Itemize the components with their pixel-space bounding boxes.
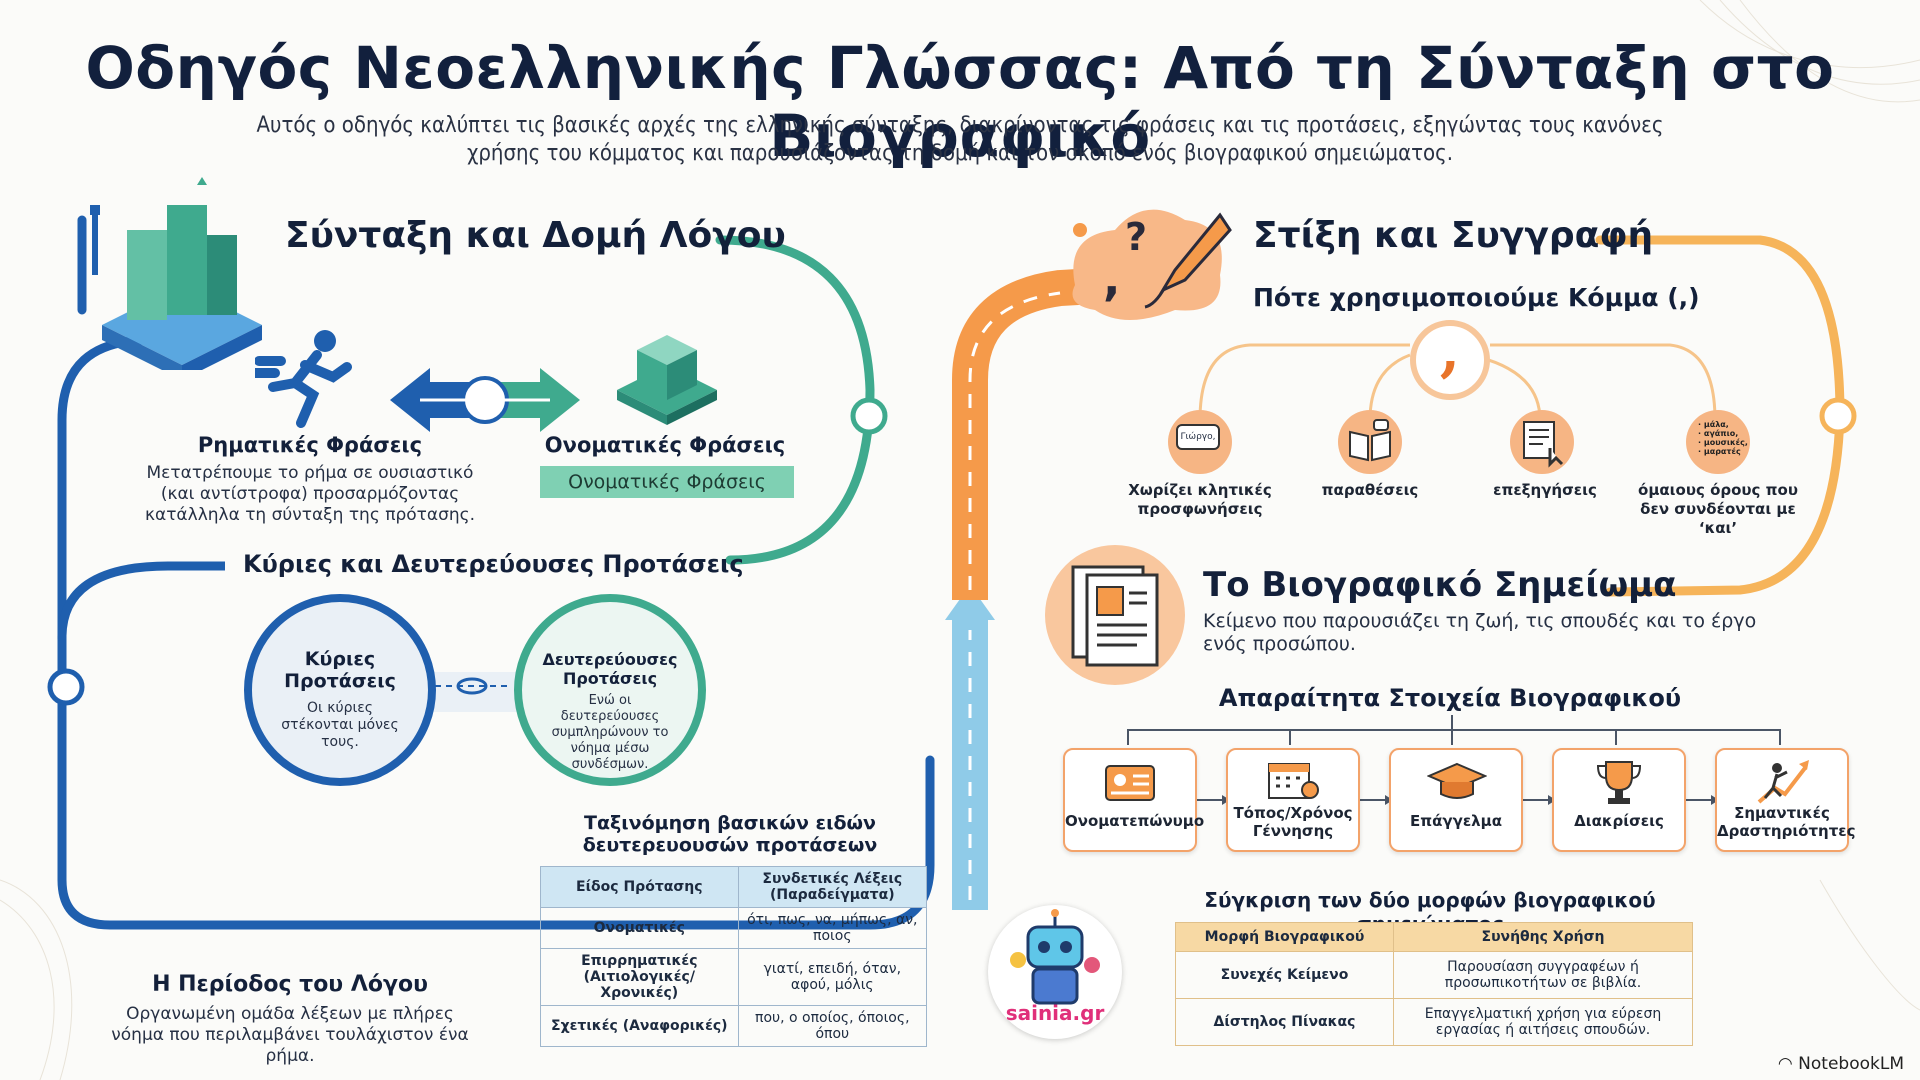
cv-document-icon	[1045, 545, 1185, 685]
bubble-text: Γιώργο,	[1176, 424, 1220, 450]
blue-node	[47, 668, 85, 706]
speech-bubble-icon: Γιώργο,	[1168, 410, 1232, 474]
cv-element-card: Τόπος/Χρόνος Γέννησης	[1226, 748, 1360, 852]
cv-element-label: Επάγγελμα	[1409, 812, 1503, 830]
syntax-heading: Σύνταξη και Δομή Λόγου	[285, 215, 786, 256]
climbing-person-icon	[1757, 760, 1809, 804]
cv-elements-heading: Απαραίτητα Στοιχεία Βιογραφικού	[1218, 684, 1682, 712]
cv-heading: Το Βιογραφικό Σημείωμα	[1203, 565, 1677, 605]
cv-element-card: Σημαντικές Δραστηριότητες	[1715, 748, 1856, 852]
table-cell: Επαγγελματική χρήση για εύρεση εργασίας …	[1393, 997, 1693, 1047]
orange-node	[1819, 397, 1857, 435]
table-header: Είδος Πρότασης	[540, 866, 739, 908]
quill-pen-icon: ? ,	[1072, 209, 1232, 320]
id-card-icon	[1105, 765, 1155, 801]
cv-desc: Κείμενο που παρουσιάζει τη ζωή, τις σπου…	[1203, 610, 1757, 655]
table-row: Ονοματικές ότι, πως, να, μήπως, αν, ποιο…	[540, 907, 928, 949]
table-cell: Δίστηλος Πίνακας	[1175, 997, 1394, 1047]
main-clauses-desc: Οι κύριες στέκονται μόνες τους.	[281, 700, 399, 750]
clause-table: Είδος Πρότασης Συνδετικές Λέξεις (Παραδε…	[540, 866, 928, 1047]
main-clauses-title: Κύριες Προτάσεις	[284, 648, 396, 692]
table-cell: γιατί, επειδή, όταν, αφού, μόλις	[737, 948, 928, 1006]
table-row: Επιρρηματικές (Αιτιολογικές/Χρονικές) γι…	[540, 948, 928, 1006]
open-book-icon	[1338, 410, 1402, 474]
list-word: · μουσικές,	[1698, 438, 1748, 447]
nominal-phrases-title: Ονοματικές Φράσεις	[544, 433, 786, 457]
svg-text:,: ,	[1103, 252, 1120, 306]
running-person-icon	[255, 330, 352, 428]
table-cell: Παρουσίαση συγγραφέων ή προσωπικοτήτων σ…	[1393, 950, 1693, 999]
table-row: Σχετικές (Αναφορικές) που, ο οποίος, όπο…	[540, 1005, 928, 1047]
cv-element-label: Διακρίσεις	[1574, 812, 1664, 830]
table-cell: Συνεχές Κείμενο	[1175, 950, 1394, 999]
comma-use-label: Χωρίζει κλητικές προσφωνήσεις	[1128, 481, 1272, 518]
period-desc: Οργανωμένη ομάδα λέξεων με πλήρες νόημα …	[111, 1004, 469, 1066]
graduation-cap-icon	[1427, 762, 1487, 799]
table-cell: που, ο οποίος, όποιος, όπου	[737, 1005, 928, 1047]
table-row: Συνεχές Κείμενο Παρουσίαση συγγραφέων ή …	[1175, 950, 1693, 999]
calendar-pin-icon	[1268, 763, 1319, 799]
table-cell: Επιρρηματικές (Αιτιολογικές/Χρονικές)	[540, 948, 739, 1006]
punctuation-heading: Στίξη και Συγγραφή	[1253, 215, 1654, 256]
cv-element-card: Ονοματεπώνυμο	[1063, 748, 1205, 852]
table-header: Μορφή Βιογραφικού	[1175, 922, 1394, 952]
comma-use-label: όμαιους όρους που δεν συνδέονται με ‘και…	[1638, 481, 1798, 537]
list-word: · αγάπιο,	[1698, 429, 1739, 438]
table-cell: Ονοματικές	[540, 907, 739, 949]
clauses-heading: Κύριες και Δευτερεύουσες Προτάσεις	[243, 550, 744, 578]
svg-text:?: ?	[1125, 215, 1147, 259]
two-way-arrow-icon	[390, 368, 580, 432]
robot-icon	[1010, 909, 1100, 1005]
comma-heading: Πότε χρησιμοποιούμε Κόμμα (,)	[1253, 283, 1700, 312]
cv-table: Μορφή Βιογραφικού Συνήθης Χρήση Συνεχές …	[1175, 922, 1693, 1047]
cv-element-card: Διακρίσεις	[1552, 748, 1686, 852]
logo-text: sainia.gr	[1005, 1001, 1105, 1025]
word-list-icon: · μάλα, · αγάπιο, · μουσικές, · μαρατές	[1686, 410, 1750, 474]
notebooklm-icon: ◠	[1777, 1054, 1799, 1074]
cube-icon	[617, 335, 717, 425]
page-subtitle: Αυτός ο οδηγός καλύπτει τις βασικές αρχέ…	[256, 113, 1664, 166]
trophy-icon	[1596, 761, 1642, 804]
table-cell: Σχετικές (Αναφορικές)	[540, 1005, 739, 1047]
cv-element-card: Επάγγελμα	[1389, 748, 1523, 852]
comma-symbol: ,	[1439, 316, 1461, 384]
watermark: ◠ NotebookLM	[1778, 1054, 1904, 1074]
clause-table-caption: Ταξινόμηση βασικών ειδών δευτερευουσών π…	[582, 812, 878, 856]
table-cell: ότι, πως, να, μήπως, αν, ποιος	[737, 907, 928, 949]
period-title: Η Περίοδος του Λόγου	[152, 972, 428, 997]
verbal-phrases-desc: Μετατρέπουμε το ρήμα σε ουσιαστικό (και …	[144, 463, 476, 525]
verbal-phrases-title: Ρηματικές Φράσεις	[197, 433, 423, 457]
table-header: Συνήθης Χρήση	[1393, 922, 1693, 952]
document-pointer-icon	[1510, 410, 1574, 474]
cv-element-label: Σημαντικές Δραστηριότητες	[1717, 804, 1856, 840]
cv-element-label: Ονοματεπώνυμο	[1065, 812, 1205, 830]
sub-clauses-title: Δευτερεύουσες Προτάσεις	[542, 650, 678, 688]
teal-node	[850, 397, 888, 435]
list-word: · μαρατές	[1698, 447, 1741, 456]
nominal-phrases-tag: Ονοματικές Φράσεις	[540, 466, 794, 498]
clauses-diagram	[244, 594, 706, 786]
blocks-building-icon	[90, 177, 262, 370]
watermark-text: NotebookLM	[1798, 1054, 1904, 1074]
cv-element-label: Τόπος/Χρόνος Γέννησης	[1233, 804, 1353, 840]
table-row: Δίστηλος Πίνακας Επαγγελματική χρήση για…	[1175, 997, 1693, 1047]
page-title: Οδηγός Νεοελληνικής Γλώσσας: Από τη Σύντ…	[85, 34, 1835, 170]
sub-clauses-desc: Ενώ οι δευτερεύουσες συμπληρώνουν το νόη…	[551, 693, 669, 772]
comma-badge: ,	[1410, 316, 1490, 400]
comma-use-label: επεξηγήσεις	[1493, 481, 1597, 499]
list-word: · μάλα,	[1698, 420, 1729, 429]
table-header: Συνδετικές Λέξεις (Παραδείγματα)	[737, 866, 928, 908]
comma-use-label: παραθέσεις	[1321, 481, 1419, 499]
sainia-logo: sainia.gr	[988, 905, 1122, 1039]
